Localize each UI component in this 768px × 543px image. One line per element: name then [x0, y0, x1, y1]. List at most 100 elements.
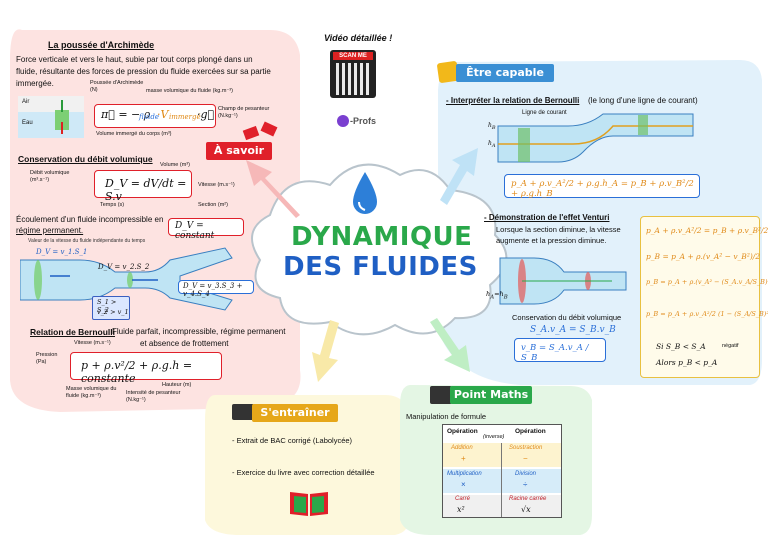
interpret-formula: p_A + ρ.v_A²/2 + ρ.g.h_A = p_B + ρ.v_B²/…	[511, 179, 694, 199]
maths-row-right-sym: −	[523, 454, 528, 463]
maths-row: Multiplication × Division ÷	[443, 469, 561, 493]
hb-label: hB	[488, 122, 496, 132]
water-zone	[18, 112, 84, 138]
dv3-label: D_V = v_3.S_3 + v_4.S_4	[183, 282, 243, 298]
entrainer-item-2[interactable]: - Exercice du livre avec correction déta…	[232, 468, 375, 477]
bernoulli-vitesse-label: Vitesse (m.s⁻¹)	[74, 340, 111, 346]
bernoulli-desc-1: Fluide parfait, incompressible, régime p…	[112, 327, 286, 336]
temps-label: Temps (s)	[100, 202, 125, 208]
maths-row-right-sym: ÷	[523, 480, 528, 489]
maths-banner: Point Maths	[450, 386, 532, 404]
s-compare: S_1 > S_2	[97, 298, 117, 314]
archimede-text-2: fluide, résultante des forces de pressio…	[16, 67, 271, 76]
arrow-to-capable	[440, 148, 478, 205]
capable-banner: Être capable	[456, 64, 554, 82]
section-s1	[34, 260, 42, 300]
maths-row-right: Racine carrée	[509, 496, 547, 502]
archimede-formula-sub2: immergé	[169, 113, 201, 121]
debit-label: Débit volumique (m³.s⁻¹)	[30, 170, 70, 183]
archimede-formula-sub1: fluide	[139, 113, 160, 121]
qr-code[interactable]: SCAN ME	[330, 50, 376, 98]
calculator-icon	[430, 386, 452, 404]
maths-row-left: Carré	[455, 496, 471, 502]
masse-label: Masse volumique du fluide (kg.m⁻³)	[66, 386, 117, 399]
weight-arrow-icon	[61, 122, 63, 134]
demo-step2: p_B = p_A + ρ.(v_A² − v_B²)/2	[646, 252, 761, 261]
demo-conclusion: Alors p_B < p_A	[656, 358, 718, 367]
video-label: Vidéo détaillée !	[324, 33, 393, 43]
demo-condition: Si S_B < S_A	[656, 342, 706, 351]
debit-pipe-diagram	[20, 247, 233, 311]
maths-header-right: Opération	[515, 428, 546, 435]
dv2-label: D_V = v_2.S_2	[98, 263, 150, 271]
archimede-formula-end: ·g⃗	[197, 108, 215, 121]
section-b	[638, 115, 648, 135]
constant-formula-box: D_V = constant	[168, 218, 244, 241]
streamline	[498, 125, 693, 145]
archimede-text-3: immergée.	[16, 79, 54, 88]
venturi-text-2: augmente et la pression diminue.	[496, 236, 607, 245]
dumbbell-icon	[232, 404, 254, 420]
venturi-title: - Démonstration de l'effet Venturi	[484, 213, 610, 222]
ha-label: hA	[488, 140, 496, 150]
constant-formula: D_V = constant	[175, 221, 215, 241]
section-label: Section (m²)	[198, 202, 228, 208]
vitesse-label: Vitesse (m.s⁻¹)	[198, 182, 235, 188]
maths-row: Carré x² Racine carrée √x	[443, 495, 561, 517]
bernoulli-title: Relation de Bernoulli	[30, 327, 116, 337]
incompressible-text-1: Écoulement d'un fluide incompressible en	[16, 215, 164, 224]
entrainer-item-1[interactable]: - Extrait de BAC corrigé (Labolycée)	[232, 436, 353, 445]
dv1-label: D_V = v_1.S_1	[36, 248, 88, 256]
demonstration-panel	[640, 216, 760, 378]
interpret-formula-box: p_A + ρ.v_A²/2 + ρ.g.h_A = p_B + ρ.v_B²/…	[504, 174, 700, 199]
pi-arrow-icon	[61, 100, 63, 112]
compare-box: S_1 > S_2 v_2 > v_1	[92, 296, 130, 320]
archimede-formula-mid: ·V	[157, 108, 169, 121]
demo-step1: p_A + ρ.v_A²/2 = p_B + ρ.v_B²/2	[646, 226, 768, 235]
title-line-1: DYNAMIQUE	[291, 222, 473, 252]
water-drop-icon	[353, 172, 377, 214]
courant-label: Ligne de courant	[522, 110, 567, 116]
savoir-banner: À savoir	[206, 142, 272, 160]
arrow-to-entrainer	[312, 320, 339, 382]
maths-subtitle: Manipulation de formule	[406, 412, 487, 421]
maths-row: Addition + Soustraction −	[443, 443, 561, 467]
yellow-region	[205, 395, 411, 535]
conservation-eq1: S_A.v_A = S_B.v_B	[530, 325, 616, 335]
bernoulli-pipe-diagram	[497, 113, 694, 163]
maths-row-right: Soustraction	[509, 445, 543, 451]
maths-table: Opération (inverse) Opération Addition +…	[442, 424, 562, 518]
venturi-pipe-diagram	[499, 257, 627, 305]
demo-step3: p_B = p_A + ρ.(v_A² − (S_A.v_A/S_B)²)/2	[646, 278, 768, 286]
maths-row-left-sym: ×	[461, 480, 466, 489]
venturi-text-1: Lorsque la section diminue, la vitesse	[496, 225, 621, 234]
volume-label: Volume (m³)	[160, 162, 190, 168]
entrainer-banner: S'entraîner	[252, 404, 338, 422]
debit-formula: D_V = dV/dt = S.v	[105, 177, 187, 203]
conservation-label: Conservation du débit volumique	[512, 313, 622, 322]
demo-step4: p_B = p_A + ρ.v_A²/2 (1 − (S_A/S_B)²)	[646, 310, 768, 318]
air-zone	[18, 96, 84, 112]
maths-header-left: Opération	[447, 428, 478, 435]
incompressible-text-2: régime permanent.	[16, 226, 84, 235]
brand-label: -Profs	[350, 116, 377, 126]
maths-row-right-sym: √x	[521, 505, 531, 514]
velocity-note: Valeur de la vitesse du fluide indépenda…	[28, 238, 146, 244]
archimede-formula-main: π⃗ = − ρ	[101, 108, 151, 121]
book-icon	[290, 492, 328, 516]
air-label: Air	[22, 99, 30, 105]
hauteur-label: Hauteur (m)	[162, 382, 192, 388]
dv3-box: D_V = v_3.S_3 + v_4.S_4	[178, 280, 254, 298]
maths-row-left: Multiplication	[447, 471, 482, 477]
section-a	[518, 128, 530, 162]
arrow-to-maths	[430, 318, 470, 372]
v-compare: v_2 > v_1	[97, 308, 129, 316]
champ-label: Champ de pesanteur (N.kg⁻¹)	[218, 106, 270, 119]
intensite-label: Intensité de pesanteur (N.kg⁻¹)	[126, 390, 181, 403]
hab-label: hA=hB	[486, 290, 508, 301]
bernoulli-formula-box: p + ρ.v²/2 + ρ.g.h = constante	[70, 352, 222, 385]
archimede-title: La poussée d'Archimède	[48, 40, 155, 50]
mass-label: masse volumique du fluide (kg.m⁻³)	[146, 88, 233, 94]
conservation-eq2: v_B = S_A.v_A / S_B	[521, 343, 589, 363]
